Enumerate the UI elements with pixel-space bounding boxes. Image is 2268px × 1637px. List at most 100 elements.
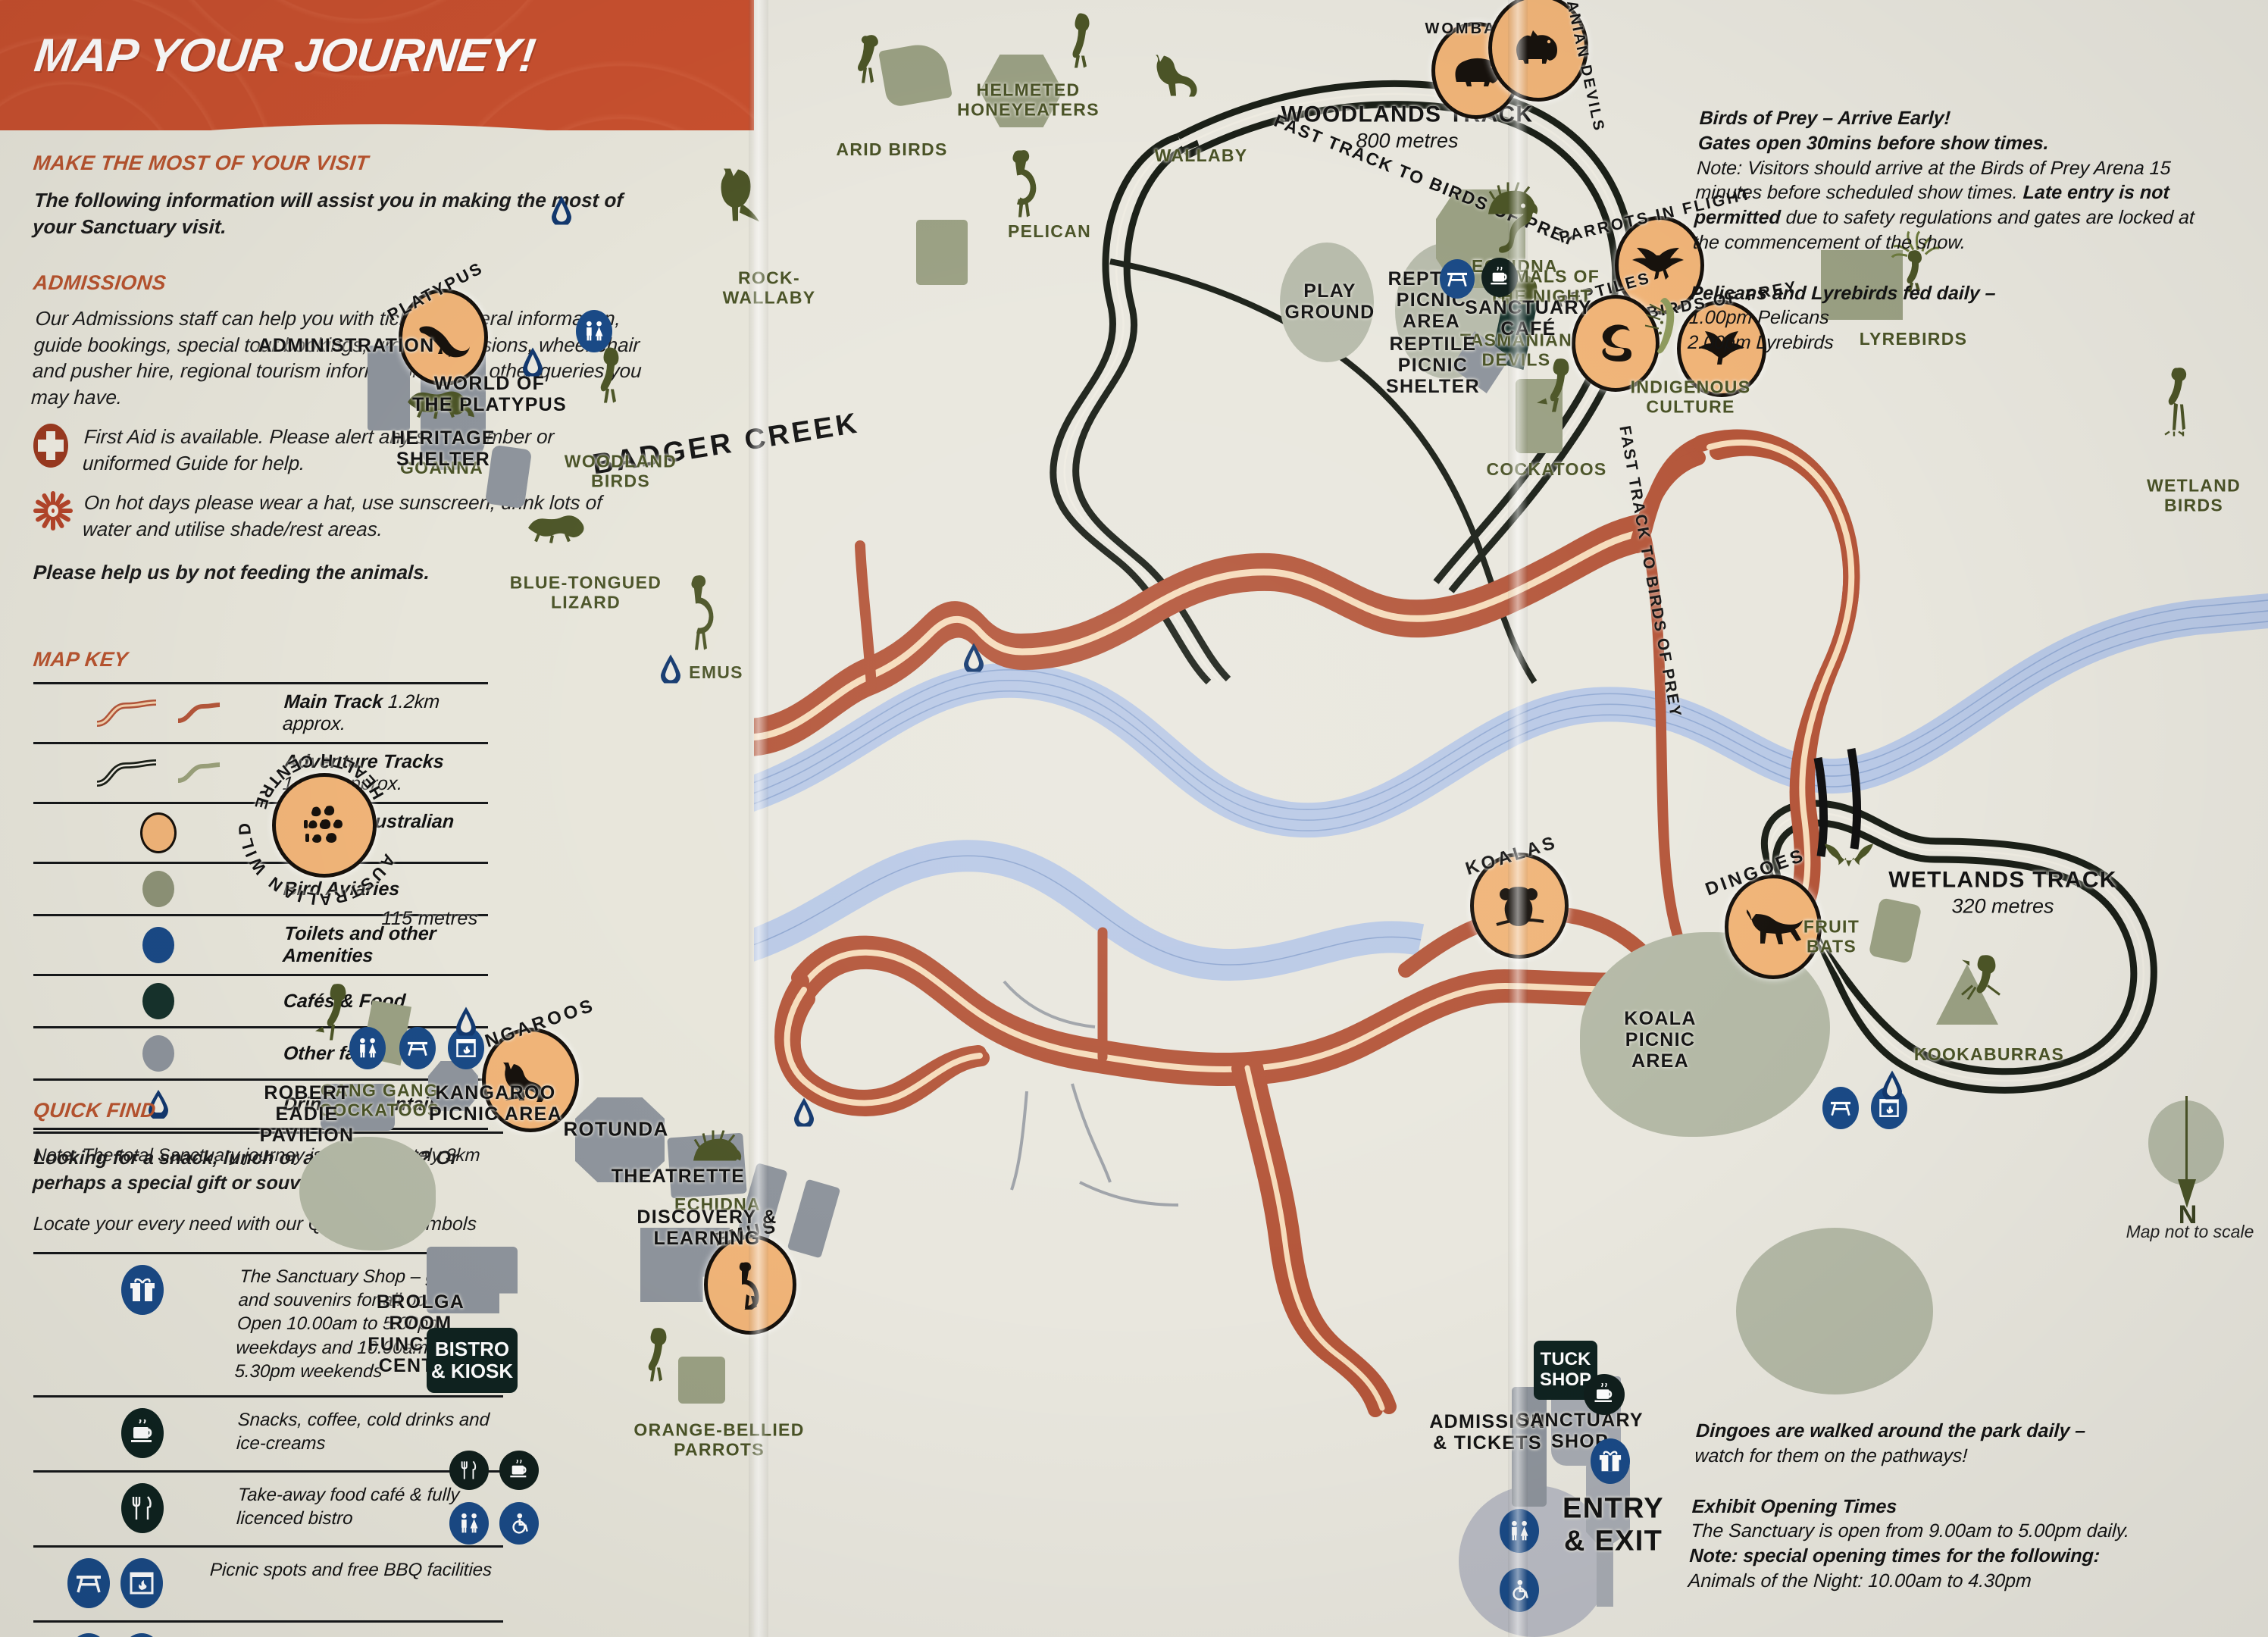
toilets-icon-map-1[interactable] bbox=[576, 310, 612, 352]
info-opening-line3: Exhibit Opening Times bbox=[1691, 1495, 1898, 1517]
section-heading-admissions: ADMISSIONS bbox=[32, 271, 167, 294]
quick-find-row-snacks: Snacks, coffee, cold drinks and ice-crea… bbox=[33, 1398, 503, 1473]
bbq-icon bbox=[120, 1557, 163, 1608]
label-wallaby: WALLABY bbox=[1154, 146, 1248, 166]
label-cockatoos: COCKATOOS bbox=[1486, 459, 1607, 480]
section-heading-map-key: MAP KEY bbox=[32, 648, 130, 671]
drinking-fountain-icon-3 bbox=[661, 654, 680, 687]
label-goanna: GOANNA bbox=[399, 458, 484, 478]
toilets-amenities-dot bbox=[142, 927, 174, 963]
wetland-birds-icon bbox=[2157, 364, 2200, 440]
map-key-row-main-track: Main Track 1.2km approx. bbox=[33, 684, 488, 744]
badge-reptiles[interactable] bbox=[1572, 295, 1660, 392]
badger-creek-waterway bbox=[754, 593, 2268, 981]
badge-wombats[interactable] bbox=[1431, 22, 1521, 119]
pavilion-green-shape bbox=[299, 1137, 436, 1250]
wheelchair-icon-map-2[interactable] bbox=[1500, 1568, 1539, 1612]
label-arid-birds: ARID BIRDS bbox=[836, 139, 948, 160]
map-key-table: Main Track 1.2km approx. Adventure Track… bbox=[33, 682, 488, 1130]
toilets-icon-map-4[interactable] bbox=[1500, 1509, 1539, 1553]
map-key-row-cafes: Cafés & Food bbox=[33, 976, 488, 1028]
coffee-cup-icon-map-2[interactable] bbox=[499, 1451, 539, 1490]
label-echidna-2: ECHIDNA bbox=[674, 1194, 761, 1215]
map-key-row-toilets: Toilets and other Amenities bbox=[33, 916, 488, 976]
lyrebirds-icon bbox=[1888, 230, 1942, 298]
bird-aviaries-dot bbox=[142, 871, 174, 907]
kangaroo-picnic-building bbox=[428, 1061, 478, 1111]
famous-animals-dot bbox=[140, 812, 177, 853]
info-feeding-line6: 2.00pm Lyrebirds bbox=[1687, 332, 1835, 353]
lyrebird-aviary-shape bbox=[1821, 250, 1903, 320]
note-hot-days: On hot days please wear a hat, use sunsc… bbox=[33, 490, 647, 542]
wheelchair-icon bbox=[120, 1632, 163, 1637]
entry-plaza-shape bbox=[1459, 1485, 1610, 1637]
info-birds-of-prey: Birds of Prey – Arrive Early! Gates open… bbox=[1687, 106, 2223, 355]
arid-birds-icon bbox=[844, 32, 891, 90]
badge-label-health-centre: AUSTRALIAN WILDLIFE HEALTH CENTRE bbox=[227, 719, 408, 909]
orange-parrot-aviary-shape bbox=[678, 1357, 725, 1404]
badge-dingoes[interactable] bbox=[1725, 875, 1822, 979]
drinking-fountain-icon-1 bbox=[552, 196, 571, 229]
compass-north-label: N bbox=[2178, 1200, 2198, 1229]
coffee-cup-icon-map-3[interactable] bbox=[1584, 1374, 1625, 1415]
svg-text:HEALTH CENTRE: HEALTH CENTRE bbox=[250, 750, 387, 814]
health-centre-distance-label: 115 metres bbox=[381, 908, 478, 929]
map-scale-note: Map not to scale bbox=[2126, 1222, 2254, 1241]
info-dingoes-line1: Dingoes are walked around the park daily… bbox=[1695, 1420, 2086, 1441]
toilets-icon-map-2[interactable] bbox=[349, 1027, 386, 1069]
picnic-table-icon-map[interactable] bbox=[1440, 259, 1475, 299]
label-pelican: PELICAN bbox=[1007, 221, 1092, 242]
badge-kangaroos[interactable] bbox=[482, 1028, 579, 1132]
picnic-table-icon-map-3[interactable] bbox=[1822, 1087, 1859, 1129]
picnic-table-icon-map-2[interactable] bbox=[399, 1027, 436, 1069]
label-rotunda: ROTUNDA bbox=[563, 1117, 669, 1141]
label-discovery-learning: DISCOVERY &LEARNING bbox=[637, 1207, 777, 1249]
knife-fork-icon-map[interactable] bbox=[449, 1451, 489, 1490]
badge-platypus[interactable] bbox=[399, 289, 488, 386]
label-bistro-kiosk: BISTRO& KIOSK bbox=[427, 1328, 518, 1393]
sun-icon bbox=[33, 490, 73, 534]
knife-fork-icon bbox=[120, 1482, 164, 1533]
minor-footpaths bbox=[1003, 980, 1179, 1207]
wheelchair-icon-map-1[interactable] bbox=[499, 1502, 539, 1545]
svg-text:AUSTRALIAN WILDLIFE: AUSTRALIAN WILDLIFE bbox=[227, 719, 399, 909]
badge-health-centre[interactable] bbox=[272, 773, 377, 878]
wallaby-icon bbox=[1149, 51, 1208, 102]
note-first-aid-text: First Aid is available. Please alert any… bbox=[82, 425, 555, 474]
woodland-birds-icon bbox=[590, 344, 630, 415]
info-dingoes-line2: watch for them on the pathways! bbox=[1694, 1445, 1969, 1466]
pelican-icon bbox=[1003, 146, 1044, 226]
coffee-cup-icon-map[interactable] bbox=[1481, 258, 1518, 297]
map-key-label-toilets: Toilets and other Amenities bbox=[282, 923, 437, 966]
quick-find-row-toilets: Toilets located for your convenience bbox=[33, 1623, 503, 1637]
fast-track-upper-path bbox=[1109, 258, 1538, 684]
toilets-icon-map-3[interactable] bbox=[449, 1502, 489, 1545]
aviary-shape bbox=[980, 55, 1063, 127]
section-heading-visit: MAKE THE MOST OF YOUR VISIT bbox=[32, 152, 370, 174]
picnic-table-icon bbox=[67, 1557, 110, 1608]
left-info-panel: MAP YOUR JOURNEY! MAKE THE MOST OF YOUR … bbox=[0, 0, 754, 1637]
page-title: MAP YOUR JOURNEY! bbox=[31, 30, 539, 82]
main-track-swatch bbox=[33, 698, 283, 728]
map-key-row-bird-aviaries: Bird Aviaries bbox=[33, 864, 488, 916]
animals-of-night-icon bbox=[1497, 196, 1541, 260]
gift-icon-map[interactable] bbox=[1591, 1438, 1630, 1484]
info-feeding-line4: Pelicans and Lyrebirds fed daily – bbox=[1689, 282, 1997, 304]
kookaburras-icon bbox=[1960, 951, 2015, 1005]
note-first-aid: First Aid is available. Please alert any… bbox=[33, 424, 647, 476]
gift-icon bbox=[120, 1264, 164, 1315]
picnic-green-shape bbox=[1736, 1228, 1933, 1394]
echidna-icon-2 bbox=[689, 1130, 743, 1174]
fruit-bats-icon bbox=[1820, 840, 1888, 886]
badge-birds-of-prey[interactable] bbox=[1677, 300, 1766, 397]
title-banner bbox=[0, 0, 754, 130]
quick-find-text-snacks: Snacks, coffee, cold drinks and ice-crea… bbox=[236, 1409, 490, 1454]
